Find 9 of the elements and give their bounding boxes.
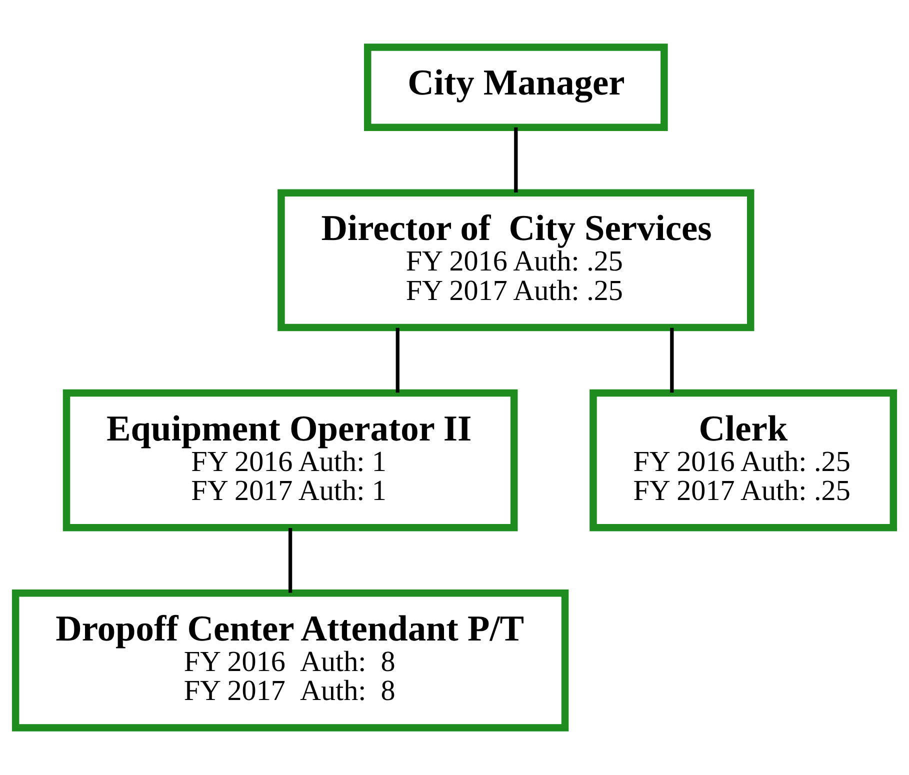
node-box: City Manager (364, 44, 668, 131)
node-box: Equipment Operator II FY 2016 Auth: 1 FY 2017 Auth: 1 (62, 389, 518, 532)
connector (670, 328, 674, 393)
node-box: Dropoff Center Attendant P/T FY 2016 Auth: 8 FY 2017 Auth: 8 (12, 589, 569, 732)
connector (288, 528, 292, 593)
node-box: Director of City Services FY 2016 Auth: .25 FY 2017 Auth: .25 (278, 189, 754, 332)
connector (396, 328, 400, 393)
node-box: Clerk FY 2016 Auth: .25 FY 2017 Auth: .25 (590, 389, 898, 532)
connector (514, 127, 518, 193)
